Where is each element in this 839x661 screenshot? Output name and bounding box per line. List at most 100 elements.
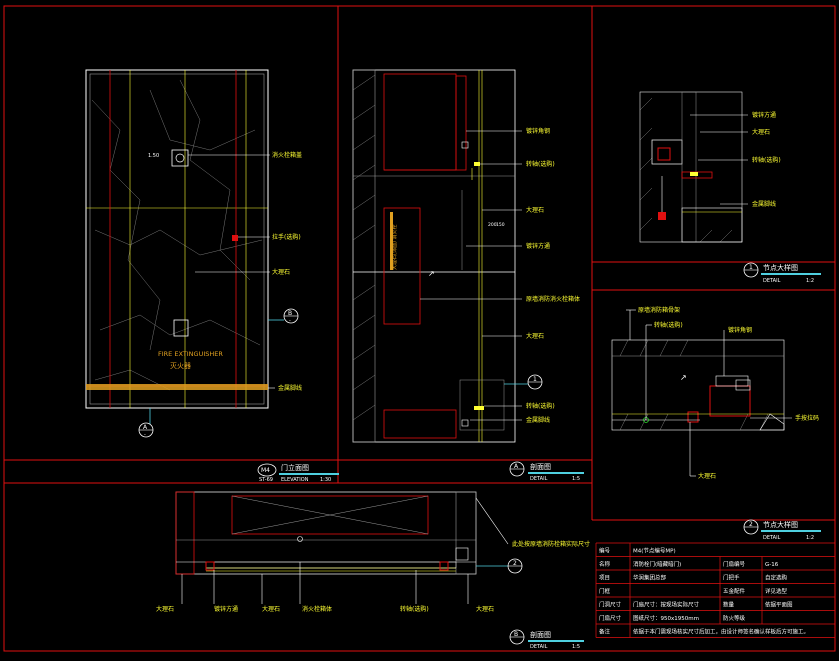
sa-label-hinge-top: 转轴(选购) [526,160,555,168]
table-cell: 门框 [599,587,611,595]
sa-label-wood-square: 镀锌方通 [526,242,550,250]
fire-extinguisher-en: FIRE EXTINGUISHER [158,350,223,358]
detail-1-view: 镀锌方通 大理石 转轴(选购) 金属脚线 1 节点大样图 DETAIL 1:2 [639,91,821,284]
section-tag-b: B - [268,308,299,324]
sa-label-metal-trim: 金属脚线 [526,416,550,424]
svg-text:节点大样图: 节点大样图 [763,263,798,272]
svg-text:剖面图: 剖面图 [530,630,551,639]
svg-text:150: 150 [496,222,505,228]
table-cell: 华润集团总部 [633,574,667,582]
svg-text:M4: M4 [261,467,270,474]
detail-1-title-block: 1 节点大样图 DETAIL 1:2 [743,262,821,284]
dim-label: 1.50 [148,153,159,159]
svg-text:1:5: 1:5 [572,476,580,482]
table-cell: 门扇编号 [723,560,746,568]
d1-label-hinge: 转轴(选购) [752,156,781,164]
elevation-title-block: M4 门立面图 ST-69 ELEVATION 1:30 [257,463,339,483]
svg-text:-: - [144,432,146,438]
sb-label-marble-mid: 大理石 [262,605,280,613]
detail-tag-1: 1 [504,374,543,390]
sheet-frames [3,5,836,652]
label-extinguisher-box: 消火栓箱盖 [272,151,302,159]
table-cell: 图纸尺寸：950x1950mm [633,614,699,622]
section-tag-a: A - [138,408,154,438]
table-cell: 编号 [599,547,611,555]
section-b-plan: 此处按原墙消防栓箱实际尺寸 大理石 镀锌方通 大理石 消火栓箱体 转轴(选购) … [156,491,590,650]
svg-text:节点大样图: 节点大样图 [763,520,798,529]
table-cell: 五金配件 [723,587,746,595]
marble-veins [91,79,263,391]
label-metal-trim: 金属脚线 [278,384,302,392]
table-cell: 依据平面图 [765,601,793,609]
table-cell: 名称 [599,560,611,568]
svg-text:门立面图: 门立面图 [281,463,309,472]
section-a-title-block: A 剖面图 DETAIL 1:5 [509,461,584,482]
d1-label-wood-square: 镀锌方通 [752,111,776,119]
d1-label-marble: 大理石 [752,128,770,136]
detail-2-title-block: 2 节点大样图 DETAIL 1:2 [743,519,821,541]
svg-text:↗: ↗ [680,373,687,382]
svg-text:↗: ↗ [428,269,435,278]
table-cell: 依据于本门需现场核实尺寸后加工，由设计师签名确认样板后方可施工。 [633,628,809,636]
d2-label-marble: 大理石 [698,472,716,480]
section-b-title-block: B 剖面图 DETAIL 1:5 [509,629,584,650]
d2-label-handle: 手按拉码 [795,414,819,422]
svg-text:ELEVATION: ELEVATION [281,477,309,483]
svg-text:1:2: 1:2 [806,535,814,541]
svg-text:1: 1 [749,264,753,271]
sb-label-fire-box: 消火栓箱体 [302,605,332,613]
label-handle: 拉手(选购) [272,233,301,241]
svg-text:1:5: 1:5 [572,644,580,650]
d1-label-metal-trim: 金属脚线 [752,200,776,208]
section-a-vertical-text: 大理石(饰面) 消火栓 [391,225,398,271]
table-cell: 自定选购 [765,574,788,582]
svg-text:1:2: 1:2 [806,278,814,284]
d2-label-wall-fire: 原墙消防箱骨架 [638,306,680,314]
svg-text:200: 200 [488,222,497,228]
sb-label-hinge: 转轴(选购) [400,605,429,613]
svg-text:2: 2 [513,560,517,567]
svg-text:2: 2 [749,521,753,528]
table-cell: 数量 [723,601,735,609]
svg-text:1: 1 [533,376,537,383]
svg-text:B: B [288,310,292,317]
table-cell: 门把手 [723,574,740,582]
sb-label-wood-square: 镀锌方通 [214,605,238,613]
table-cell: M4(节点编号MP) [633,547,676,555]
table-cell: 详见选型 [765,587,788,595]
table-cell: 门洞尺寸 [599,601,622,609]
sa-label-marble-2: 大理石 [526,332,544,340]
detail-2-view: ↗ 原墙消防箱骨架 转轴(选购) 镀锌角钢 手按拉码 大理石 2 节点大样图 D… [611,306,821,541]
detail-tag-2: 2 [476,558,523,574]
svg-text:A: A [143,424,148,431]
table-cell: G-16 [765,562,779,568]
d2-label-hinge: 转轴(选购) [654,321,683,329]
svg-text:ST-69: ST-69 [259,477,273,483]
label-marble: 大理石 [272,268,290,276]
fire-extinguisher-cn: 灭火器 [170,362,191,370]
svg-text:1:30: 1:30 [320,477,331,483]
table-cell: 门扇尺寸 [599,614,622,622]
section-a-view: 大理石(饰面) 消火栓 200 150 ↗ 镀锌角钢 转轴(选购) [352,69,584,482]
table-cell: 防火等级 [723,614,746,622]
sb-label-marble-left: 大理石 [156,605,174,613]
sa-label-keel: 镀锌角钢 [526,127,550,135]
d2-label-keel: 镀锌角钢 [728,326,752,334]
svg-text:DETAIL: DETAIL [530,476,548,482]
table-cell: 消防栓门(暗藏暗门) [633,560,681,568]
svg-text:DETAIL: DETAIL [530,644,548,650]
sb-label-note: 此处按原墙消防栓箱实际尺寸 [512,540,590,548]
svg-text:B: B [514,631,518,638]
table-cell: 备注 [599,628,611,636]
svg-text:DETAIL: DETAIL [763,535,781,541]
sa-label-fire-box: 原墙消防消火栓箱体 [526,295,580,303]
sb-label-marble-right: 大理石 [476,605,494,613]
svg-text:-: - [289,318,291,324]
table-cell: 门扇尺寸：按现场实际尺寸 [633,601,700,609]
sa-label-marble-1: 大理石 [526,206,544,214]
sa-label-hinge-bottom: 转轴(选购) [526,402,555,410]
door-elevation: FIRE EXTINGUISHER 灭火器 1.50 消火栓箱盖 拉手(选购) … [85,69,339,483]
